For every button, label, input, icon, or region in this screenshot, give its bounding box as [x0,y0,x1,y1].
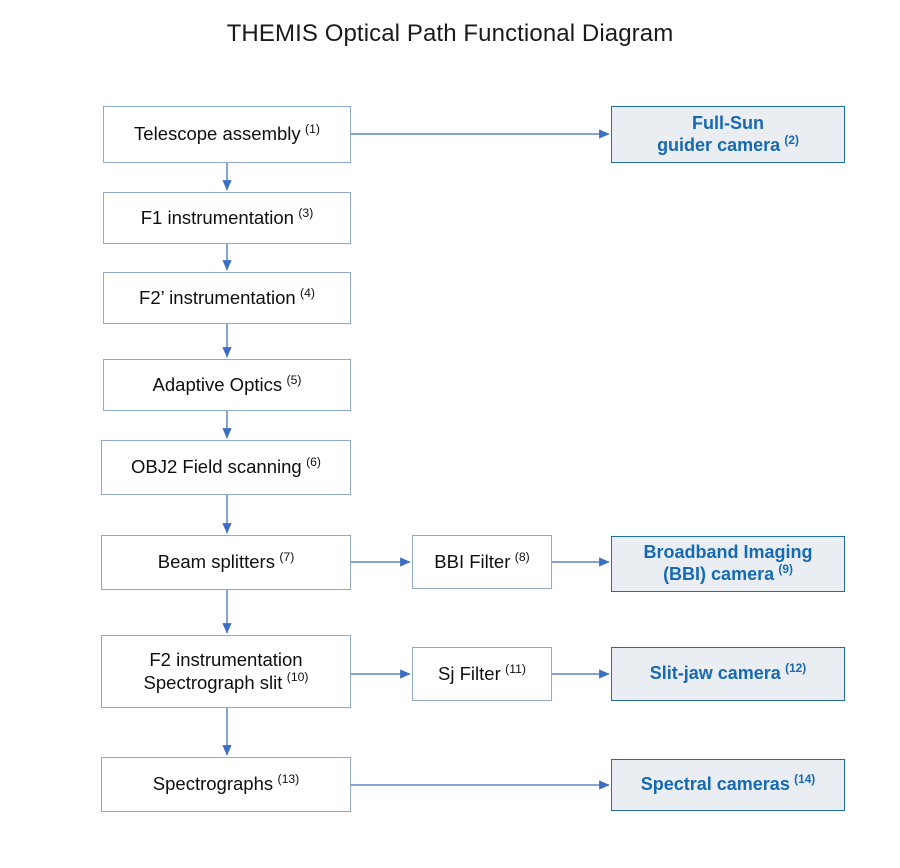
node-label-broadband-imaging-bbi-camera: Broadband Imaging(BBI) camera (9) [643,542,813,584]
node-label-slit-jaw-camera: Slit-jaw camera (12) [649,661,807,684]
node-ref-f2-instrumentation-spectrograph-slit: (10) [283,670,309,685]
node-bbi-filter[interactable]: BBI Filter (8) [412,535,552,589]
node-ref-obj2-field-scanning: (6) [302,455,321,470]
node-label-spectral-cameras: Spectral cameras (14) [640,772,816,795]
node-label-spectrographs: Spectrographs (13) [152,772,300,795]
node-ref-f2p-instrumentation: (4) [296,285,315,300]
node-broadband-imaging-bbi-camera[interactable]: Broadband Imaging(BBI) camera (9) [611,536,845,592]
node-sj-filter[interactable]: Sj Filter (11) [412,647,552,701]
node-label-telescope-assembly: Telescope assembly (1) [134,122,320,145]
node-label-f2p-instrumentation: F2’ instrumentation (4) [139,285,315,308]
node-telescope-assembly[interactable]: Telescope assembly (1) [103,106,351,163]
node-ref-telescope-assembly: (1) [301,122,320,137]
node-adaptive-optics[interactable]: Adaptive Optics (5) [103,359,351,411]
node-ref-f1-instrumentation: (3) [294,205,314,220]
node-ref-spectral-cameras: (14) [790,772,816,787]
node-beam-splitters[interactable]: Beam splitters (7) [101,535,351,590]
node-f2p-instrumentation[interactable]: F2’ instrumentation (4) [103,272,351,324]
node-slit-jaw-camera[interactable]: Slit-jaw camera (12) [611,647,845,701]
node-ref-adaptive-optics: (5) [283,372,302,387]
node-ref-broadband-imaging-bbi-camera: (9) [775,562,793,576]
node-label-adaptive-optics: Adaptive Optics (5) [152,372,302,395]
node-label-f1-instrumentation: F1 instrumentation (3) [140,205,314,228]
node-ref-slit-jaw-camera: (12) [781,661,807,676]
node-spectral-cameras[interactable]: Spectral cameras (14) [611,759,845,811]
node-label-obj2-field-scanning: OBJ2 Field scanning (6) [130,455,321,478]
node-spectrographs[interactable]: Spectrographs (13) [101,757,351,812]
node-obj2-field-scanning[interactable]: OBJ2 Field scanning (6) [101,440,351,495]
node-ref-sj-filter: (11) [501,661,526,676]
node-ref-spectrographs: (13) [274,772,300,787]
page-title: THEMIS Optical Path Functional Diagram [226,20,674,47]
node-f1-instrumentation[interactable]: F1 instrumentation (3) [103,192,351,244]
node-label-bbi-filter: BBI Filter (8) [434,549,530,572]
node-label-sj-filter: Sj Filter (11) [438,661,526,684]
node-ref-full-sun-guider-camera: (2) [781,132,799,147]
node-ref-beam-splitters: (7) [275,550,295,565]
node-ref-bbi-filter: (8) [511,549,530,564]
node-label-beam-splitters: Beam splitters (7) [157,550,295,573]
